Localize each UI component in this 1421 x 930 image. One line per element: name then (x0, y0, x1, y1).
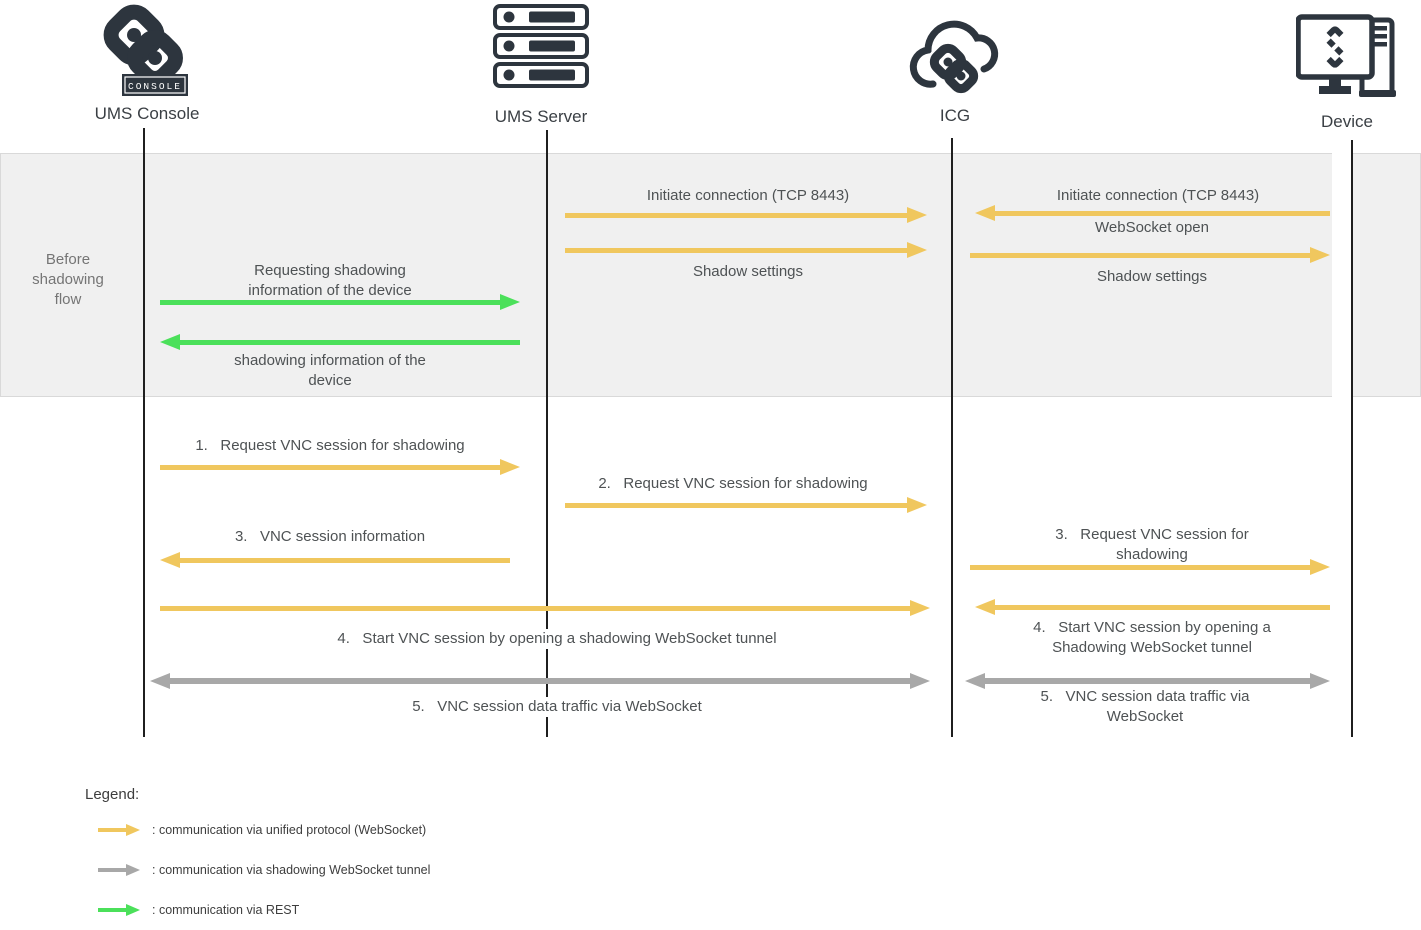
actor-icg: ICG (906, 4, 1004, 125)
arrowhead-icon (965, 673, 985, 689)
legend-title: Legend: (85, 786, 140, 803)
lifeline-ums-server (546, 130, 548, 737)
websocket-arrow (160, 459, 520, 475)
legend-label: : communication via REST (152, 903, 300, 917)
websocket-arrow (975, 599, 1330, 615)
actor-label-device: Device (1321, 112, 1373, 131)
arrow-line (98, 907, 127, 913)
websocket-arrow-swatch (98, 823, 140, 837)
tunnel-arrow (150, 673, 930, 689)
websocket-arrow (970, 247, 1330, 263)
arrowhead-icon (500, 459, 520, 475)
message-label: shadowing information of the device (234, 352, 426, 389)
arrow-line (994, 604, 1330, 610)
actor-label-ums-console: UMS Console (94, 104, 200, 123)
message-label: 3. Request VNC session for shadowing (1055, 526, 1253, 563)
arrowhead-icon (975, 205, 995, 221)
message-label: 4. Start VNC session by opening a Shadow… (1033, 619, 1271, 656)
tunnel-arrow (965, 673, 1330, 689)
tunnel-arrow-swatch (98, 863, 140, 877)
arrow-line (98, 867, 127, 873)
message-label: 3. VNC session information (234, 528, 426, 545)
arrowhead-icon (975, 599, 995, 615)
arrowhead-icon (150, 673, 170, 689)
arrow-line (994, 210, 1330, 216)
arrowhead-icon (910, 600, 930, 616)
arrowhead-icon (160, 334, 180, 350)
ums-server-icon (493, 4, 589, 88)
lifeline-ums-console (143, 128, 145, 737)
websocket-arrow (975, 205, 1330, 221)
actor-label-ums-server: UMS Server (494, 107, 588, 126)
arrowhead-icon (1310, 247, 1330, 263)
legend-label: : communication via unified protocol (We… (152, 823, 427, 837)
message-label: 1. Request VNC session for shadowing (195, 437, 465, 454)
rest-arrow-swatch (98, 903, 140, 917)
message-label: Requesting shadowing information of the … (248, 262, 412, 299)
arrow-line (970, 564, 1311, 570)
legend-item-websocket: : communication via unified protocol (We… (98, 822, 426, 838)
arrowhead-icon (907, 497, 927, 513)
band-gap (1332, 152, 1352, 398)
message-label: 2. Request VNC session for shadowing (598, 475, 868, 492)
legend-label: : communication via shadowing WebSocket … (152, 863, 431, 877)
message-label: Shadow settings (1096, 268, 1208, 285)
console-badge-text: CONSOLE (128, 81, 182, 92)
rest-arrow (160, 334, 520, 350)
message-label: 5. VNC session data traffic via WebSocke… (407, 697, 707, 717)
arrow-line (160, 605, 911, 611)
monitor-stand (1319, 77, 1351, 94)
websocket-arrow (565, 242, 927, 258)
arrowhead-icon (1310, 559, 1330, 575)
message-label: Initiate connection (TCP 8443) (646, 187, 850, 204)
actor-device: Device (1295, 10, 1400, 131)
ums-console-icon: CONSOLE (103, 4, 188, 96)
actor-ums-server: UMS Server (492, 4, 590, 126)
icg-cloud-icon (909, 20, 999, 96)
band-label: Before shadowing flow (32, 251, 104, 308)
arrow-line (179, 557, 510, 563)
arrow-line (970, 252, 1311, 258)
actor-ums-console: CONSOLE UMS Console (95, 4, 199, 123)
message-label: WebSocket open (1095, 219, 1209, 236)
message-label: Initiate connection (TCP 8443) (1056, 187, 1260, 204)
arrow-line (98, 827, 127, 833)
legend-item-tunnel: : communication via shadowing WebSocket … (98, 862, 430, 878)
arrowhead-icon (907, 242, 927, 258)
message-label: 4. Start VNC session by opening a shadow… (332, 629, 782, 649)
arrowhead-icon (1310, 673, 1330, 689)
legend-item-rest: : communication via REST (98, 902, 299, 918)
arrow-line (565, 247, 908, 253)
arrow-line (565, 212, 908, 218)
message-label: Shadow settings (692, 263, 804, 280)
arrow-line (160, 464, 501, 470)
message-label: 5. VNC session data traffic via WebSocke… (1040, 688, 1250, 725)
rest-arrow (160, 294, 520, 310)
arrow-line (984, 678, 1311, 684)
actor-label-icg: ICG (939, 106, 971, 125)
arrow-line (169, 678, 911, 684)
websocket-arrow (160, 600, 930, 616)
lifeline-icg (951, 138, 953, 737)
device-icon (1295, 14, 1396, 97)
arrowhead-icon (126, 864, 140, 876)
websocket-arrow (160, 552, 510, 568)
arrowhead-icon (126, 824, 140, 836)
arrow-line (565, 502, 908, 508)
websocket-arrow (565, 497, 927, 513)
arrowhead-icon (907, 207, 927, 223)
arrowhead-icon (910, 673, 930, 689)
websocket-arrow (970, 559, 1330, 575)
lifeline-device (1351, 140, 1353, 737)
arrowhead-icon (126, 904, 140, 916)
before-shadowing-band (0, 153, 1421, 397)
arrowhead-icon (160, 552, 180, 568)
websocket-arrow (565, 207, 927, 223)
arrowhead-icon (500, 294, 520, 310)
arrow-line (160, 299, 501, 305)
arrow-line (179, 339, 520, 345)
